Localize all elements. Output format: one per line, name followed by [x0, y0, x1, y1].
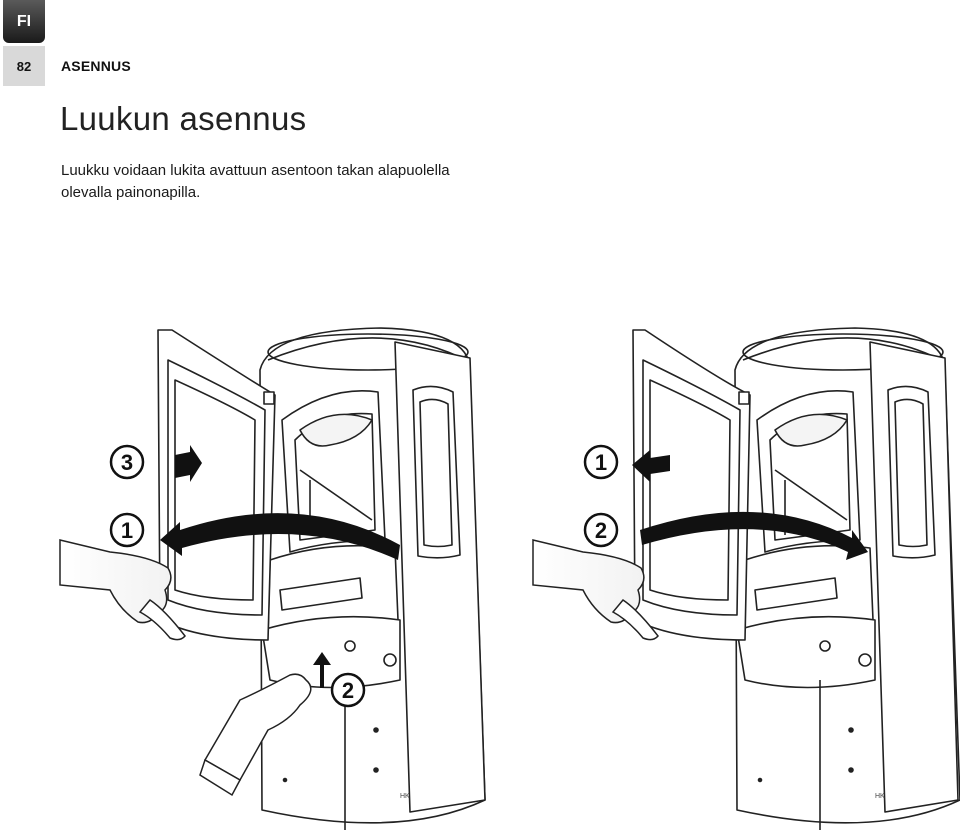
- step-badge-1: 1: [583, 444, 619, 480]
- step-badge-3: 3: [109, 444, 145, 480]
- stove-figure-left: [157, 327, 486, 830]
- door-handle: [611, 599, 659, 641]
- page-title: Luukun asennus: [60, 100, 307, 137]
- svg-text:2: 2: [342, 678, 354, 703]
- body-paragraph: Luukku voidaan lukita avattuun asentoon …: [61, 162, 450, 201]
- arrow-curved-right-icon: [640, 511, 868, 560]
- stove-door-open: [157, 329, 276, 641]
- section-heading: ASENNUS: [61, 58, 131, 74]
- svg-text:1: 1: [121, 518, 133, 543]
- step-badge-2: 2: [330, 672, 366, 708]
- hand-right: [532, 539, 645, 624]
- arrow-curved-left-icon: [160, 513, 400, 560]
- arrow-up-icon: [313, 652, 331, 688]
- language-code: FI: [16, 12, 32, 30]
- stove-door-open: [632, 329, 751, 641]
- svg-text:1: 1: [595, 450, 607, 475]
- step-badge-1: 1: [109, 512, 145, 548]
- door-handle: [138, 599, 186, 641]
- page-number: 82: [16, 58, 32, 74]
- step-badge-2: 2: [583, 512, 619, 548]
- language-tab: FI: [3, 0, 45, 43]
- brand-mark: HK: [875, 793, 885, 800]
- page-number-box: 82: [3, 46, 45, 86]
- svg-text:2: 2: [595, 518, 607, 543]
- hand-left: [59, 539, 172, 624]
- svg-text:3: 3: [121, 450, 133, 475]
- hand-pushing-button: [203, 673, 312, 782]
- brand-mark: HK: [400, 793, 410, 800]
- arrow-right-icon: [175, 445, 202, 482]
- stove-figure-right: [632, 327, 960, 830]
- arrow-left-icon: [632, 450, 670, 482]
